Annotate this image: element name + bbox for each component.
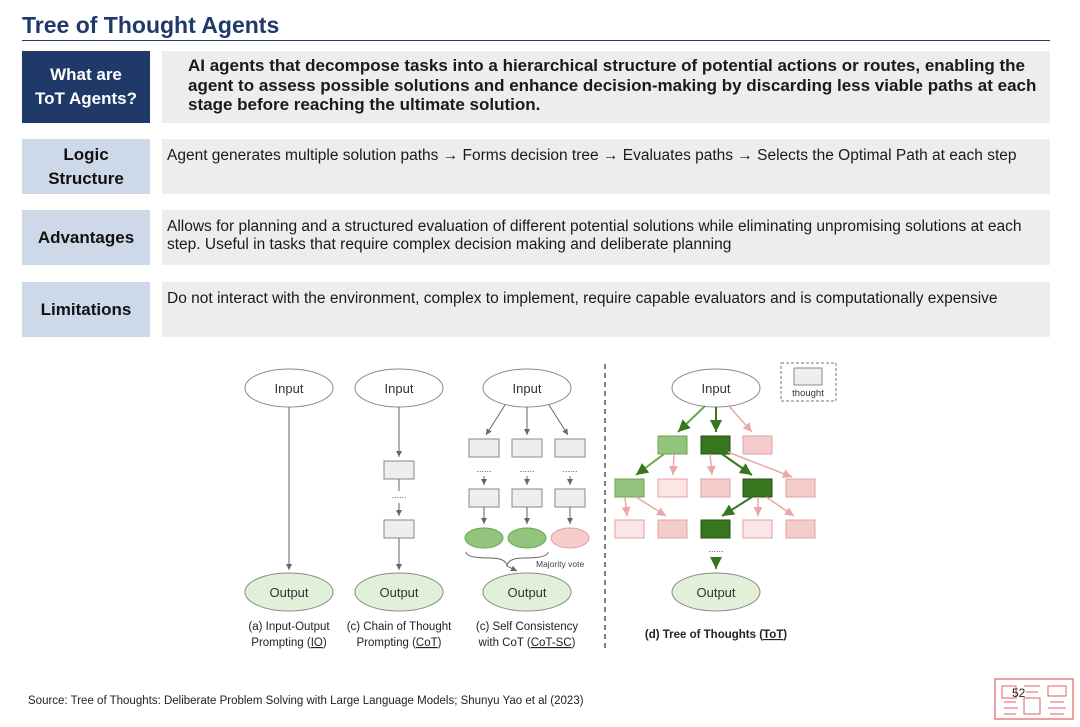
sc-answer-c	[550, 527, 590, 549]
cot-input-label: Input	[385, 381, 414, 396]
definition-label-line2: ToT Agents?	[35, 89, 137, 108]
advantages-text: Allows for planning and a structured eva…	[162, 210, 1050, 265]
logic-structure-label: Logic Structure	[22, 139, 150, 194]
thought-legend-label: thought	[792, 388, 824, 399]
tot-l2-c	[700, 478, 731, 498]
thought-legend-swatch	[793, 367, 823, 386]
title-divider	[22, 40, 1050, 41]
source-prefix: Source:	[28, 695, 68, 707]
sc-answer-a	[464, 527, 504, 549]
io-output-label: Output	[269, 585, 308, 600]
io-output-node	[244, 572, 334, 612]
sc-input-label: Input	[513, 381, 542, 396]
caption-cot-line2: Prompting (CoT)	[356, 637, 441, 649]
cot-thought-1	[383, 460, 415, 480]
advantages-row: Advantages Allows for planning and a str…	[22, 210, 1050, 265]
sc-thought-c1	[554, 438, 586, 458]
tot-l1-b	[700, 435, 731, 455]
tot-input-label: Input	[702, 381, 731, 396]
caption-io-line2: Prompting (IO)	[251, 637, 327, 649]
source-text: Tree of Thoughts: Deliberate Problem Sol…	[67, 695, 584, 707]
definition-label: What are ToT Agents?	[22, 51, 150, 123]
sc-output-label: Output	[507, 585, 546, 600]
definition-text: AI agents that decompose tasks into a hi…	[162, 51, 1050, 123]
cot-thought-2	[383, 519, 415, 539]
tot-output-label: Output	[696, 585, 735, 600]
page-number: 52	[1012, 686, 1026, 700]
diagram-captions: (a) Input-Output Prompting (IO) (c) Chai…	[248, 621, 787, 649]
tot-l2-b	[657, 478, 688, 498]
advantages-label: Advantages	[22, 210, 150, 265]
sc-output-node	[482, 572, 572, 612]
tot-diagram: Input ...... Output	[614, 362, 837, 612]
tot-dots: ......	[708, 544, 723, 554]
sc-dots-c: ......	[562, 464, 577, 474]
sc-thought-a1	[468, 438, 500, 458]
definition-label-line1: What are	[50, 65, 122, 84]
tot-l2-d	[742, 478, 773, 498]
caption-cot-line1: (c) Chain of Thought	[347, 621, 452, 633]
tot-l3-e	[785, 519, 816, 539]
cot-diagram: Input ...... Output	[354, 368, 444, 612]
cot-output-node	[354, 572, 444, 612]
logic-structure-row: Logic Structure Agent generates multiple…	[22, 139, 1050, 194]
io-input-label: Input	[275, 381, 304, 396]
cot-sc-diagram: Input ...... ...... ...... Majority vote…	[464, 368, 590, 612]
sc-thought-a2	[468, 488, 500, 508]
cot-output-label: Output	[379, 585, 418, 600]
caption-sc-line1: (c) Self Consistency	[476, 621, 579, 633]
sc-dots-a: ......	[476, 464, 491, 474]
tot-l3-c	[700, 519, 731, 539]
tot-l2-a	[614, 478, 645, 498]
majority-vote-label: Majority vote	[536, 559, 584, 569]
caption-sc-line2: with CoT (CoT-SC)	[478, 637, 576, 649]
tot-l3-d	[742, 519, 773, 539]
tot-l1-c	[742, 435, 773, 455]
definition-row: What are ToT Agents? AI agents that deco…	[22, 51, 1050, 123]
page-title: Tree of Thought Agents	[22, 12, 280, 38]
sc-thought-b1	[511, 438, 543, 458]
tot-l2-e	[785, 478, 816, 498]
seal-stamp-icon	[994, 678, 1074, 720]
sc-dots-b: ......	[519, 464, 534, 474]
tot-l3-b	[657, 519, 688, 539]
caption-io-line1: (a) Input-Output	[248, 621, 330, 633]
sc-answer-b	[507, 527, 547, 549]
tot-l1-a	[657, 435, 688, 455]
logic-structure-text: Agent generates multiple solution paths …	[162, 139, 1050, 194]
limitations-row: Limitations Do not interact with the env…	[22, 282, 1050, 337]
caption-tot: (d) Tree of Thoughts (ToT)	[645, 629, 787, 641]
logic-structure-label-line1: Logic	[63, 144, 109, 164]
limitations-label: Limitations	[22, 282, 150, 337]
limitations-text: Do not interact with the environment, co…	[162, 282, 1050, 337]
sc-thought-b2	[511, 488, 543, 508]
logic-structure-label-line2: Structure	[48, 168, 124, 188]
cot-dots: ......	[391, 490, 406, 500]
sc-thought-c2	[554, 488, 586, 508]
source-note: Source: Tree of Thoughts: Deliberate Pro…	[28, 695, 584, 707]
tot-l3-a	[614, 519, 645, 539]
tot-output-node	[671, 572, 761, 612]
io-diagram: Input Output	[244, 368, 334, 612]
